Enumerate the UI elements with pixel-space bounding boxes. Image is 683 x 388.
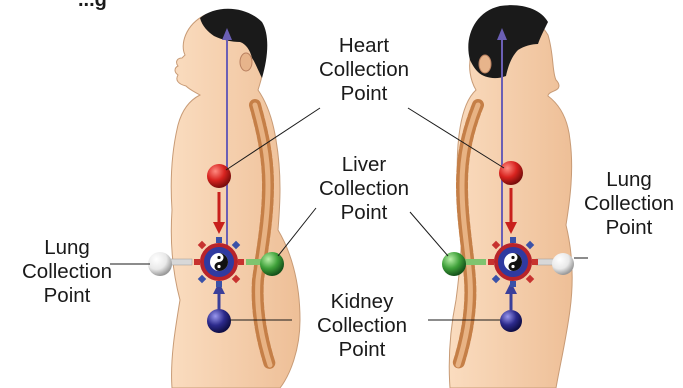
liver-label-line-1: Liver bbox=[304, 153, 424, 177]
right-heart-sphere bbox=[499, 161, 523, 185]
right-ear bbox=[479, 55, 491, 73]
right-ventral-vortex bbox=[488, 237, 538, 287]
heart-collection-point-label: Heart Collection Point bbox=[304, 34, 424, 106]
kidney-label-line-1: Kidney bbox=[300, 290, 424, 314]
lung-right-label-line-1: Lung bbox=[574, 168, 683, 192]
left-ventral-vortex bbox=[194, 237, 244, 287]
left-liver-sphere bbox=[260, 252, 284, 276]
lung-right-label-line-2: Collection bbox=[574, 192, 683, 216]
right-figure bbox=[442, 5, 574, 388]
right-liver-sphere bbox=[442, 252, 466, 276]
left-lung-sphere bbox=[148, 252, 172, 276]
kidney-label-line-2: Collection bbox=[300, 314, 424, 338]
heart-label-line-2: Collection bbox=[304, 58, 424, 82]
left-body-silhouette bbox=[171, 12, 300, 388]
right-lung-sphere bbox=[552, 253, 574, 275]
left-kidney-sphere bbox=[207, 309, 231, 333]
right-kidney-sphere bbox=[500, 310, 522, 332]
header-fragment: ...g bbox=[78, 0, 107, 10]
heart-label-line-1: Heart bbox=[304, 34, 424, 58]
lung-collection-point-right-label: Lung Collection Point bbox=[574, 168, 683, 240]
lung-collection-point-left-label: Lung Collection Point bbox=[12, 236, 122, 308]
heart-label-line-3: Point bbox=[304, 82, 424, 106]
lung-left-label-line-1: Lung bbox=[12, 236, 122, 260]
lung-left-label-line-2: Collection bbox=[12, 260, 122, 284]
liver-label-line-3: Point bbox=[304, 201, 424, 225]
kidney-label-line-3: Point bbox=[300, 338, 424, 362]
kidney-collection-point-label: Kidney Collection Point bbox=[300, 290, 424, 362]
left-heart-sphere bbox=[207, 164, 231, 188]
left-ear bbox=[240, 53, 252, 71]
liver-label-line-2: Collection bbox=[304, 177, 424, 201]
lung-left-label-line-3: Point bbox=[12, 284, 122, 308]
lung-right-label-line-3: Point bbox=[574, 216, 683, 240]
liver-collection-point-label: Liver Collection Point bbox=[304, 153, 424, 225]
left-figure bbox=[148, 9, 300, 388]
